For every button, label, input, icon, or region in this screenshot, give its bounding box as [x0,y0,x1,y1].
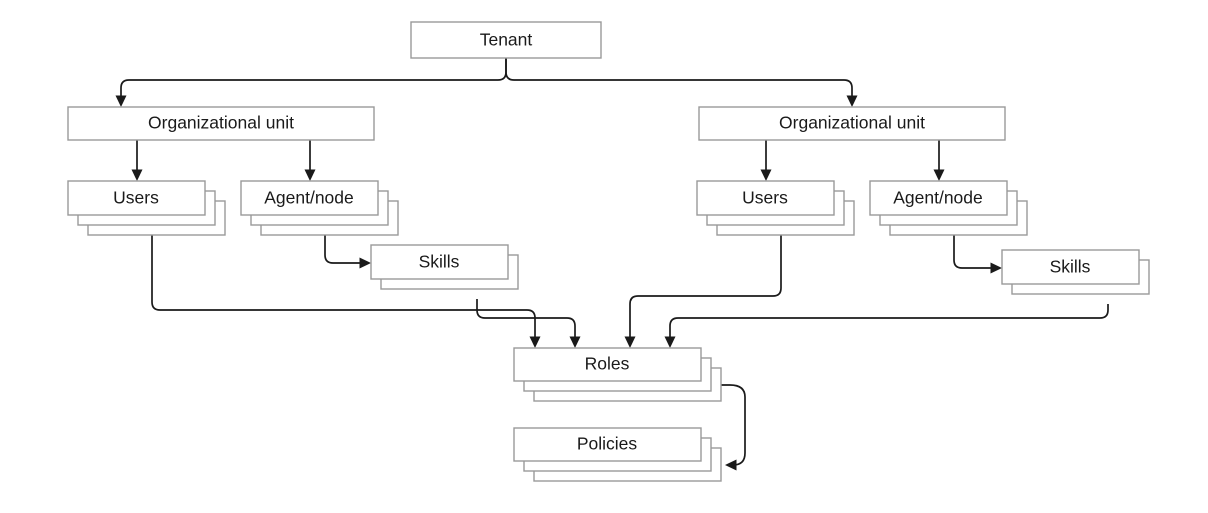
node-policies[interactable]: Policies [513,427,722,482]
edge-users-right-to-roles [624,235,782,348]
edge-agent-left-to-skills-left [324,235,371,269]
edge-skills-right-to-roles [664,304,1109,348]
arrowhead [304,169,316,181]
arrowhead [131,169,143,181]
node-skills-left[interactable]: Skills [370,244,519,290]
arrowhead [569,336,581,348]
arrowhead [760,169,772,181]
node-ou-left[interactable]: Organizational unit [67,106,375,141]
edge-tenant-to-ou-left [115,58,507,107]
edge-ou-left-to-users-left [131,140,143,181]
arrowhead [115,95,127,107]
edge-skills-left-to-roles [476,299,581,348]
arrowhead [725,459,737,471]
node-users-right[interactable]: Users [696,180,855,236]
edge-ou-left-to-agent-left [304,140,316,181]
arrowhead [933,169,945,181]
node-tenant[interactable]: Tenant [410,21,602,59]
edge-tenant-to-ou-right [505,58,858,107]
node-agent-left[interactable]: Agent/node [240,180,399,236]
edge-ou-right-to-users-right [760,140,772,181]
node-skills-right[interactable]: Skills [1001,249,1150,295]
edge-ou-right-to-agent-right [933,140,945,181]
arrowhead [529,336,541,348]
node-users-left[interactable]: Users [67,180,226,236]
node-roles[interactable]: Roles [513,347,722,402]
node-ou-right[interactable]: Organizational unit [698,106,1006,141]
edge-roles-to-policies [716,384,746,471]
edge-agent-right-to-skills-right [953,235,1002,274]
arrowhead [990,262,1002,274]
arrowhead [359,257,371,269]
arrowhead [624,336,636,348]
edge-users-left-to-roles [151,235,541,348]
connectors [115,58,1109,471]
arrowhead [846,95,858,107]
arrowhead [664,336,676,348]
node-agent-right[interactable]: Agent/node [869,180,1028,236]
